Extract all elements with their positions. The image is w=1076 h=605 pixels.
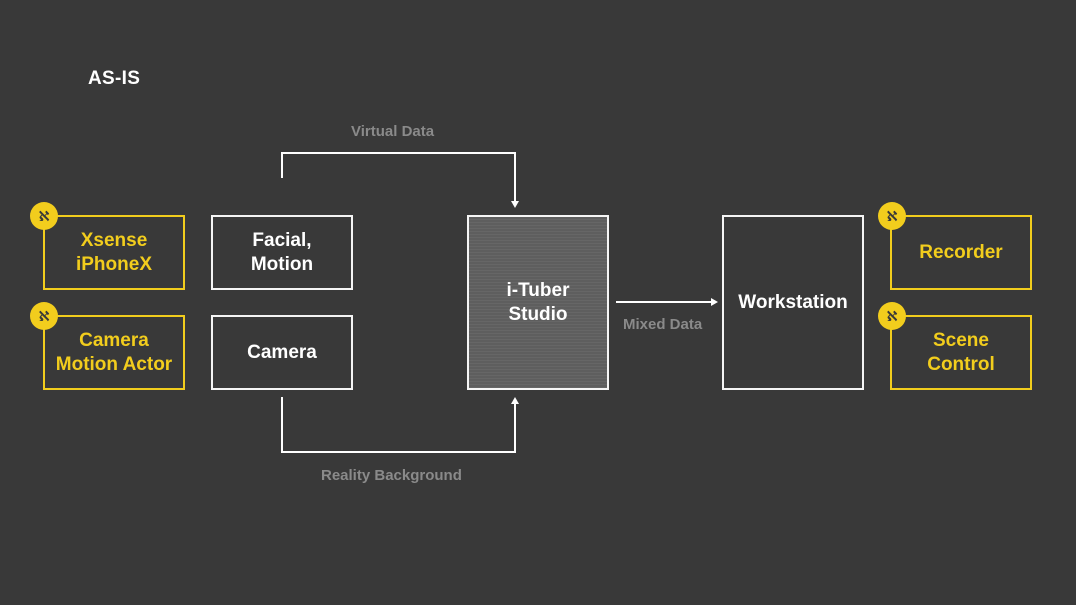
arrow-head — [511, 397, 519, 404]
node-label-line2: Motion — [250, 253, 314, 275]
flow-label-virtual-data: Virtual Data — [351, 123, 435, 140]
node-camera: Camera — [211, 315, 353, 390]
output-label: Recorder — [919, 241, 1003, 263]
output-label-line2: Control — [927, 353, 995, 375]
node-i-tuber-studio: i-Tuber Studio — [467, 215, 609, 390]
input-box-xsense: Xsense iPhoneX — [43, 215, 185, 290]
output-box-recorder: Recorder — [890, 215, 1032, 290]
arrow-head — [511, 201, 519, 208]
connector-line — [281, 451, 516, 453]
node-label-line2: Studio — [508, 303, 568, 325]
connector-line — [281, 152, 283, 178]
node-label: Camera — [247, 341, 317, 363]
output-label-line1: Scene — [933, 329, 989, 351]
input-label-line2: iPhoneX — [75, 253, 152, 275]
connector-line — [514, 152, 516, 202]
arrow-head — [711, 298, 718, 306]
page-title: AS-IS — [88, 68, 141, 89]
flow-label-reality-background: Reality Background — [321, 467, 462, 484]
muted-device-icon: ℵ — [30, 202, 58, 230]
node-label-line1: Facial, — [252, 229, 312, 251]
muted-device-icon: ℵ — [30, 302, 58, 330]
output-box-scene-control: Scene Control — [890, 315, 1032, 390]
connector-line — [616, 301, 712, 303]
node-label-line1: i-Tuber — [506, 279, 570, 301]
muted-device-icon: ℵ — [878, 302, 906, 330]
flow-label-mixed-data: Mixed Data — [623, 316, 703, 333]
connector-line — [281, 152, 516, 154]
input-label-line1: Camera — [79, 329, 149, 351]
muted-device-icon: ℵ — [878, 202, 906, 230]
connector-line — [514, 404, 516, 453]
connector-line — [281, 397, 283, 453]
input-box-camera-motion-actor: Camera Motion Actor — [43, 315, 185, 390]
node-facial-motion: Facial, Motion — [211, 215, 353, 290]
node-label: Workstation — [738, 291, 848, 313]
input-label-line2: Motion Actor — [55, 353, 173, 375]
input-label-line1: Xsense — [80, 229, 148, 251]
node-workstation: Workstation — [722, 215, 864, 390]
